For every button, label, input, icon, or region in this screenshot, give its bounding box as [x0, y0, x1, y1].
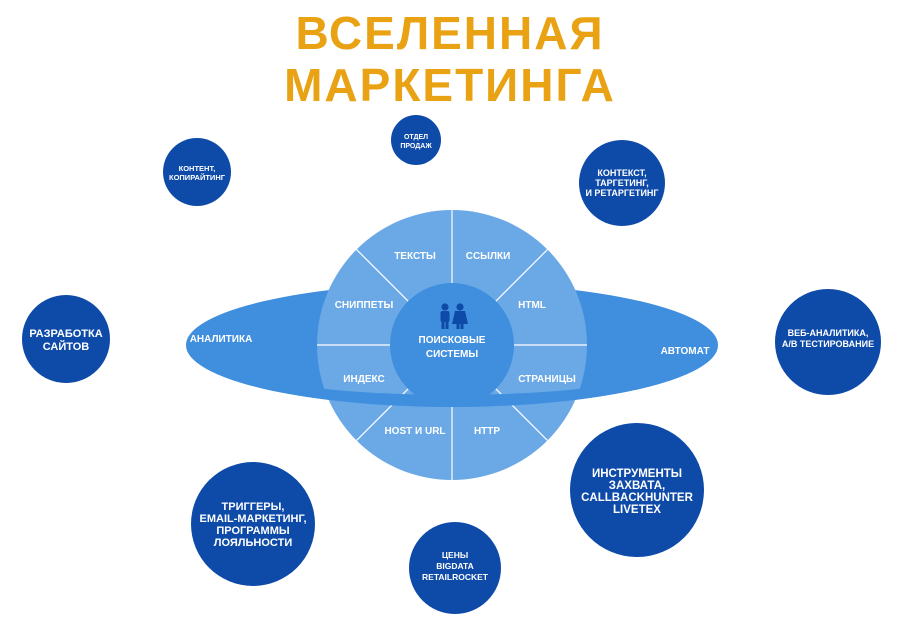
- planet-context-line-1: КОНТЕКСТ,: [597, 168, 646, 178]
- planet-capture-line-1: ИНСТРУМЕНТЫ: [592, 468, 682, 480]
- planet-ring-front: [186, 345, 718, 407]
- segment-texts: ТЕКСТЫ: [394, 251, 436, 262]
- segment-snippets: СНИППЕТЫ: [335, 300, 394, 311]
- segment-links: ССЫЛКИ: [466, 251, 511, 262]
- planet-sales-line-1: ОТДЕЛ: [404, 134, 428, 141]
- planet-dev-line-2: САЙТОВ: [43, 340, 90, 353]
- title-line-1: ВСЕЛЕННАЯ: [295, 7, 605, 59]
- segment-host-url: HOST И URL: [384, 426, 445, 437]
- planet-context-line-3: И РЕТАРГЕТИНГ: [585, 188, 658, 198]
- segment-divider: [356, 249, 409, 302]
- planet-content-line-2: КОПИРАЙТИНГ: [169, 173, 226, 182]
- center-label-line-1: ПОИСКОВЫЕ: [419, 335, 486, 346]
- center-label-line-2: СИСТЕМЫ: [426, 349, 478, 360]
- planet-webanalytics: ВЕБ-АНАЛИТИКА, A/B ТЕСТИРОВАНИЕ: [775, 289, 881, 395]
- planet-webanalytics-line-2: A/B ТЕСТИРОВАНИЕ: [782, 339, 874, 349]
- ring-label-automat: АВТОМАТ: [661, 346, 710, 357]
- planet-context: КОНТЕКСТ, ТАРГЕТИНГ, И РЕТАРГЕТИНГ: [579, 140, 665, 226]
- planet-capture: ИНСТРУМЕНТЫ ЗАХВАТА, CALLBACKHUNTER LIVE…: [570, 423, 704, 557]
- planet-triggers-line-1: ТРИГГЕРЫ,: [222, 501, 285, 513]
- segment-http: HTTP: [474, 426, 500, 437]
- planet-prices: ЦЕНЫ BIGDATA RETAILROCKET: [409, 522, 501, 614]
- planet-prices-line-3: RETAILROCKET: [422, 572, 489, 582]
- title-line-2: МАРКЕТИНГА: [284, 59, 616, 111]
- segment-pages: СТРАНИЦЫ: [518, 374, 576, 385]
- planet-content-line-1: КОНТЕНТ,: [179, 164, 216, 173]
- planet-dev: РАЗРАБОТКА САЙТОВ: [22, 295, 110, 383]
- planet-sales: ОТДЕЛ ПРОДАЖ: [391, 115, 441, 165]
- planet-context-line-2: ТАРГЕТИНГ,: [595, 178, 649, 188]
- planet-prices-line-2: BIGDATA: [436, 561, 473, 571]
- ring-label-analytics: АНАЛИТИКА: [190, 334, 253, 345]
- planet-triggers-line-4: ЛОЯЛЬНОСТИ: [214, 537, 293, 549]
- planet-content: КОНТЕНТ, КОПИРАЙТИНГ: [163, 138, 231, 206]
- planet-sales-line-2: ПРОДАЖ: [400, 143, 432, 150]
- planet-capture-line-3: CALLBACKHUNTER: [581, 492, 693, 504]
- planet-webanalytics-line-1: ВЕБ-АНАЛИТИКА,: [788, 328, 869, 338]
- segment-divider: [495, 249, 548, 302]
- planet-capture-line-2: ЗАХВАТА,: [609, 480, 665, 492]
- segment-html: HTML: [518, 300, 546, 311]
- planet-triggers-line-3: ПРОГРАММЫ: [216, 525, 290, 537]
- planet-capture-line-4: LIVETEX: [613, 504, 661, 516]
- planet-prices-line-1: ЦЕНЫ: [442, 550, 468, 560]
- people-icon: [440, 303, 468, 329]
- planet-triggers: ТРИГГЕРЫ, EMAIL-МАРКЕТИНГ, ПРОГРАММЫ ЛОЯ…: [191, 462, 315, 586]
- planet-dev-line-1: РАЗРАБОТКА: [29, 328, 102, 340]
- planet-triggers-line-2: EMAIL-МАРКЕТИНГ,: [200, 513, 307, 525]
- core-circle: [390, 283, 514, 407]
- segment-index: ИНДЕКС: [343, 374, 384, 385]
